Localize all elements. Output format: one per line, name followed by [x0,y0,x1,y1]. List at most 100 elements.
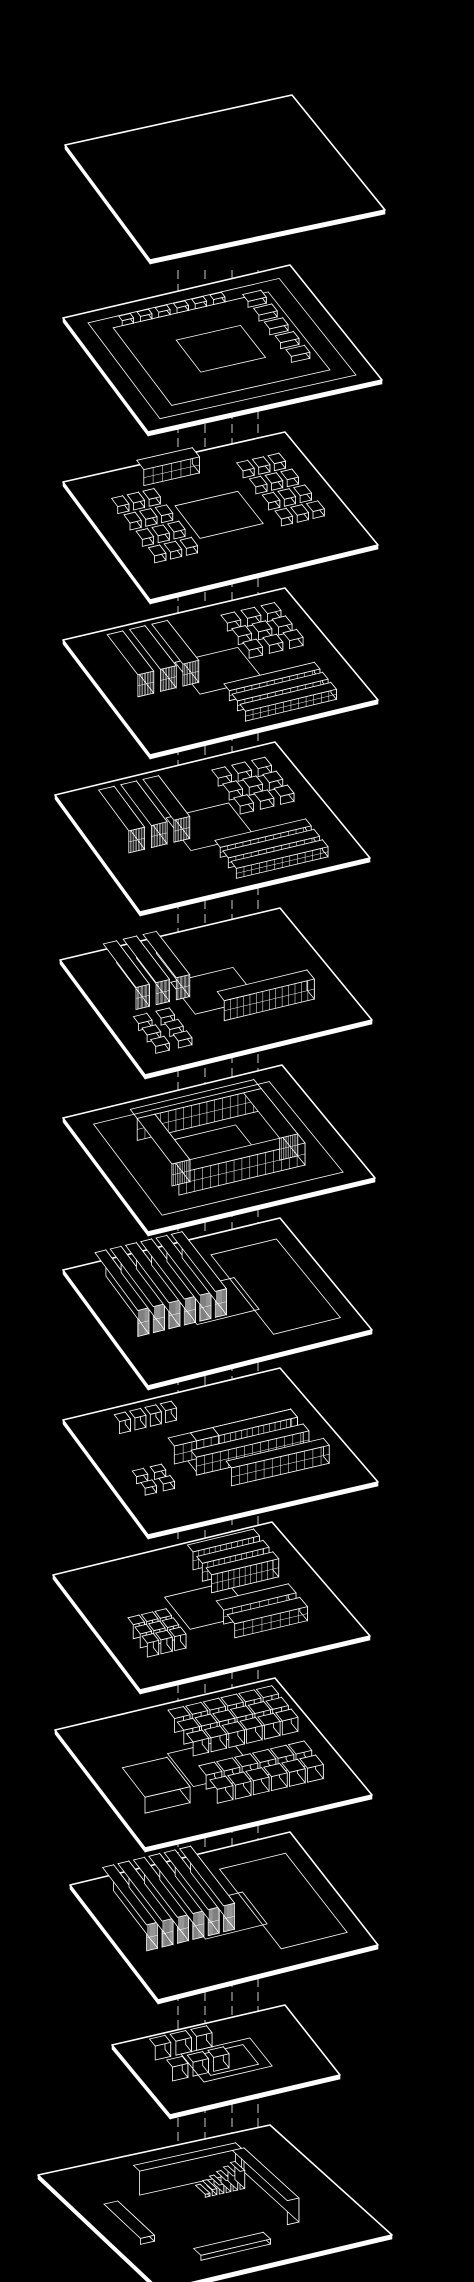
stack-row [117,1859,174,1948]
planter [263,316,289,336]
study-table [231,624,253,646]
display-case [263,1762,288,1792]
round-table [159,1400,178,1424]
bench [118,312,135,327]
open-reading-area [210,1238,342,1335]
study-table [273,783,295,805]
reading-table [167,520,186,540]
round-table [128,1407,147,1431]
book-stack [102,939,151,1011]
floor-level-6 [62,1367,379,1540]
floor-slab [62,264,383,433]
reading-table [261,491,281,511]
book-stack [142,774,191,843]
study-table [282,628,304,650]
floor-slab [37,2124,393,2282]
stair-block [190,2024,213,2051]
reading-table [126,491,146,511]
floor-level-10 [54,741,371,917]
carrel [172,1029,193,1049]
lounge-pod [154,1629,173,1655]
display-case [274,1707,299,1736]
floor-slab [62,431,379,601]
stack-row [101,1863,159,1952]
reading-table [235,459,255,479]
reading-table [135,527,155,547]
display-case [226,1596,309,1639]
floor-level-7 [62,1217,373,1391]
stair-block [148,2034,172,2061]
study-table [260,601,282,623]
floor-level-5 [52,1521,371,1695]
grand-stair-step [201,2178,218,2197]
lounge-pod [141,1632,160,1658]
stack-row [109,1245,166,1334]
reading-table [264,471,284,491]
study-table [262,633,284,654]
floor-ground [37,2124,393,2282]
atrium-void [174,490,264,539]
stair-block [165,2055,189,2082]
grand-stair-step [194,2183,211,2198]
planter [274,330,300,350]
floor-level-11 [62,587,379,760]
skylight-void [175,324,267,373]
perimeter-stack [136,1113,191,1187]
book-stack [122,934,171,1006]
planter [252,302,278,322]
bench [192,2231,272,2261]
study-table [233,793,255,815]
reading-table [274,507,294,527]
book-stack [136,446,201,487]
display-case [239,1716,263,1744]
reading-table [251,455,271,475]
low-stack [230,838,329,879]
stack-row [163,1848,220,1937]
reading-table [147,543,167,564]
stack-row [124,1241,181,1330]
floor-levels [37,94,393,2282]
book-stack [106,629,155,698]
study-table [221,779,244,801]
floor-level-3 [69,1831,379,2005]
reading-table [267,452,287,472]
reading-table [154,503,174,524]
planter [241,289,268,308]
display-case [245,1766,270,1796]
display-case [281,1758,306,1787]
book-stack [120,779,168,849]
stack-row [132,1856,190,1944]
floor-level-9 [59,907,373,1080]
lounge-pod [168,1625,187,1652]
lounge-chair [158,1474,176,1492]
stack-row [178,1845,236,1933]
book-stack [128,624,177,692]
reading-table [179,536,199,556]
study-table [253,788,275,810]
reading-table [289,503,310,523]
display-case [185,1728,210,1757]
book-stack [97,785,146,854]
floor-slab [64,94,386,261]
floor-slab [52,1521,371,1691]
display-case [257,1712,281,1740]
reading-table [142,487,161,507]
floor-level-2 [111,2004,341,2120]
bench [136,308,153,322]
grand-stair-step [229,2160,246,2190]
entrance-wall [231,2146,300,2226]
carrel [149,1035,170,1054]
reading-table [305,499,326,520]
display-case [209,1775,234,1804]
floor-level-12 [62,431,379,605]
floor-roof [64,94,386,265]
low-stack [239,681,338,722]
bench [191,295,208,310]
display-case [203,1724,228,1753]
central-void [180,2037,273,2083]
planter [285,344,311,363]
open-reading-area [218,1852,348,1950]
book-stack [216,968,316,1022]
book-stack [151,619,200,687]
